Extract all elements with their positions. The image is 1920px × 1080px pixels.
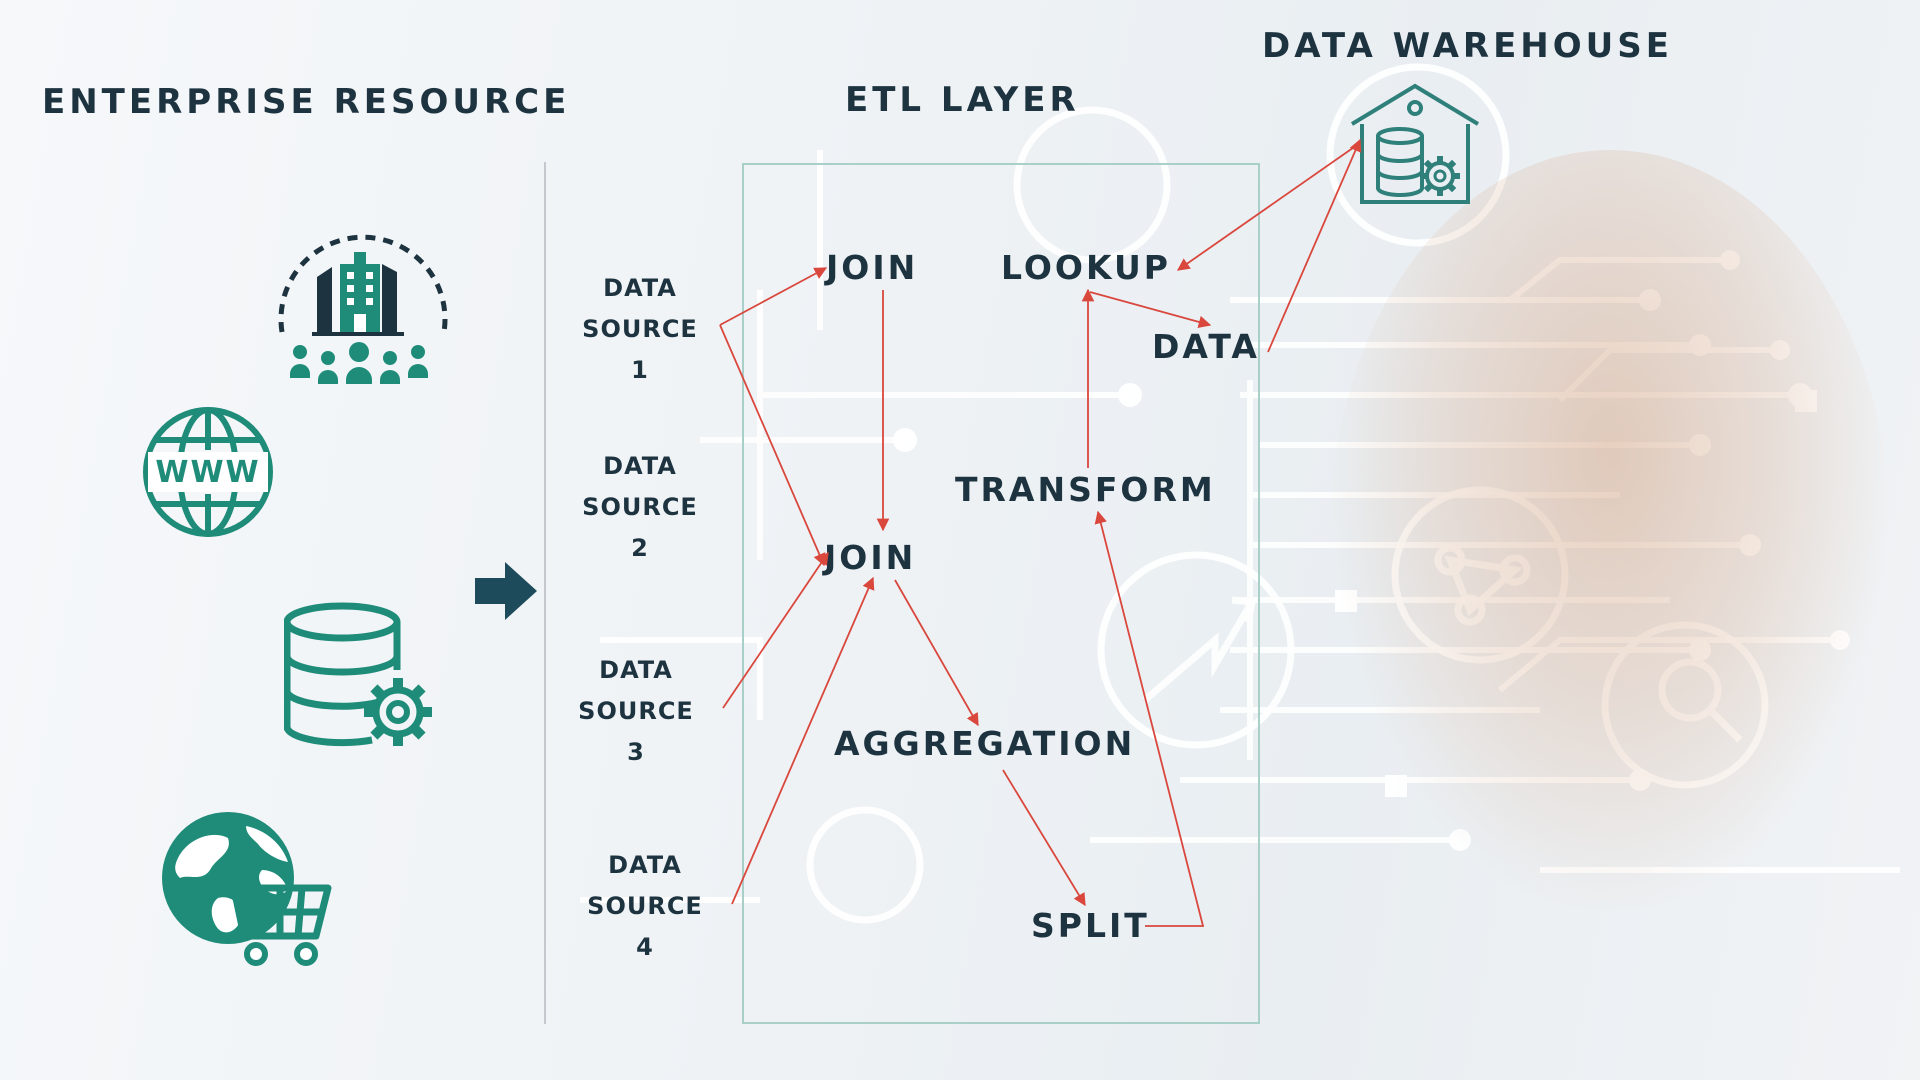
right-arrow-icon (475, 562, 537, 620)
database-gear-icon (284, 602, 432, 747)
section-divider (544, 162, 546, 1024)
globe-cart-icon (162, 812, 332, 966)
arrow-ds3-to-join-mid (722, 551, 829, 709)
arrow-join-mid-to-aggregation (894, 579, 979, 727)
www-globe-icon: WWW (143, 407, 273, 537)
node-join-mid: JOIN (824, 538, 917, 577)
arrow-ds1-to-join-top (719, 267, 828, 326)
node-lookup: LOOKUP (1001, 248, 1171, 287)
hand-overlay (1330, 150, 1890, 910)
node-transform: TRANSFORM (955, 470, 1216, 509)
organization-icon (278, 234, 448, 384)
etl-layer-title: ETL LAYER (845, 80, 1080, 120)
arrow-lookup-to-data (1089, 291, 1212, 329)
etl-layer-box (742, 163, 1260, 1024)
node-split: SPLIT (1031, 906, 1150, 945)
arrow-ds1-to-join-mid (719, 324, 826, 567)
node-join-top: JOIN (826, 248, 919, 287)
node-data: DATA (1152, 327, 1260, 366)
node-aggregation: AGGREGATION (834, 724, 1136, 763)
arrow-data-to-warehouse (1267, 138, 1362, 353)
enterprise-resource-title: ENTERPRISE RESOURCE (42, 82, 571, 122)
arrow-aggregation-to-split (1002, 769, 1086, 907)
data-warehouse-icon (1350, 83, 1480, 204)
arrow-split-to-transform (1094, 510, 1205, 927)
arrow-warehouse-to-lookup (1176, 142, 1361, 271)
arrow-ds4-to-join-mid (731, 576, 875, 905)
data-warehouse-title: DATA WAREHOUSE (1262, 26, 1673, 66)
svg-text:WWW: WWW (155, 455, 260, 490)
